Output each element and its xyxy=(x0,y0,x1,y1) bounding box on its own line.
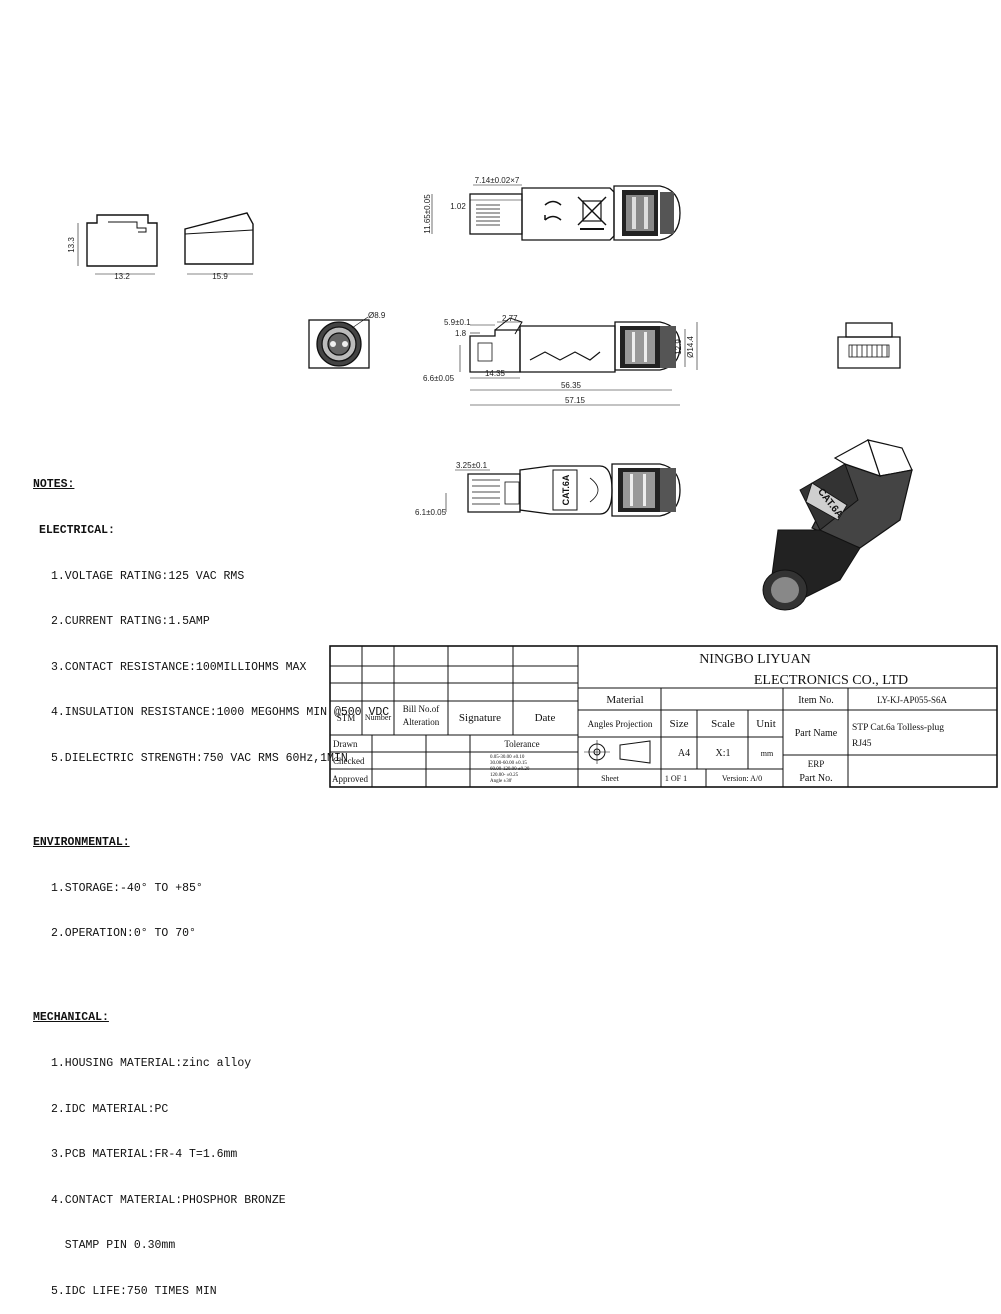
side-dim-d: 6.6±0.05 xyxy=(423,374,455,383)
signature-label: Signature xyxy=(459,712,501,724)
checked-label: Checked xyxy=(333,756,365,766)
mechanical-item: 3.PCB MATERIAL:FR-4 T=1.6mm xyxy=(51,1148,238,1162)
top-inner-dim: 1.02 xyxy=(450,202,466,211)
mechanical-item: 5.IDC LIFE:750 TIMES MIN xyxy=(51,1284,217,1298)
drawn-label: Drawn xyxy=(333,739,358,749)
version-value: Version: A/0 xyxy=(722,774,762,783)
tolerance-label: Tolerance xyxy=(504,739,539,749)
size-label: Size xyxy=(670,718,689,730)
title-block xyxy=(329,645,998,788)
electrical-item: 3.CONTACT RESISTANCE:100MILLIOHMS MAX xyxy=(51,660,307,674)
part-name-label: Part Name xyxy=(795,728,838,739)
part-no-label: Part No. xyxy=(799,773,832,784)
plug-front-view xyxy=(837,322,901,369)
approved-label: Approved xyxy=(332,774,368,784)
bottom-dim-a: 3.25±0.1 xyxy=(456,461,488,470)
electrical-item: 1.VOLTAGE RATING:125 VAC RMS xyxy=(51,569,245,583)
side-dim-a: 5.9±0.1 xyxy=(444,318,471,327)
electrical-item: 2.CURRENT RATING:1.5AMP xyxy=(51,615,210,629)
company-line2: ELECTRONICS CO., LTD xyxy=(754,673,908,688)
notes-block: NOTES: ELECTRICAL: 1.VOLTAGE RATING:125 … xyxy=(33,447,389,1314)
technical-drawing: 13.3 13.2 15.9 7.14±0.02×7 11.65±0.0 xyxy=(67,176,998,788)
boot-front-height: 13.3 xyxy=(67,237,76,253)
material-label: Material xyxy=(606,694,643,706)
electrical-title: ELECTRICAL: xyxy=(39,524,115,538)
cat-label-bottom: CAT.6A xyxy=(561,474,571,505)
scale-label: Scale xyxy=(711,718,735,730)
mechanical-item: 1.HOUSING MATERIAL:zinc alloy xyxy=(51,1056,252,1070)
electrical-item: 5.DIELECTRIC STRENGTH:750 VAC RMS 60Hz,1… xyxy=(51,752,348,766)
side-dim-b: 1.8 xyxy=(455,329,467,338)
electrical-item: 4.INSULATION RESISTANCE:1000 MEGOHMS MIN… xyxy=(51,706,390,720)
size-value: A4 xyxy=(678,748,690,759)
erp-label: ERP xyxy=(808,759,825,769)
unit-value: mm xyxy=(761,749,774,758)
boot-front-view xyxy=(77,214,158,275)
scale-value: X:1 xyxy=(716,748,731,759)
unit-label: Unit xyxy=(756,718,776,730)
environmental-item: 1.STORAGE:-40° TO +85° xyxy=(51,881,203,895)
mechanical-item: 4.CONTACT MATERIAL:PHOSPHOR BRONZE xyxy=(51,1193,286,1207)
boot-front-width: 13.2 xyxy=(114,272,130,281)
plug-side-view xyxy=(459,317,698,406)
side-dim-f: 56.35 xyxy=(561,381,582,390)
plug-top-view xyxy=(431,184,681,241)
notes-title: NOTES: xyxy=(33,478,75,492)
side-dim-i: Ø14.4 xyxy=(686,336,695,358)
part-name-value2: RJ45 xyxy=(852,739,872,749)
sheet-label: Sheet xyxy=(601,774,620,783)
top-width-dim: 7.14±0.02×7 xyxy=(475,176,520,185)
item-no-value: LY-KJ-AP055-S6A xyxy=(877,695,948,705)
boot-side-view xyxy=(184,212,254,275)
angles-projection-label: Angles Projection xyxy=(588,719,653,729)
end-diameter-dim: Ø8.9 xyxy=(368,311,386,320)
side-dim-g: 57.15 xyxy=(565,396,586,405)
mechanical-item: STAMP PIN 0.30mm xyxy=(51,1239,176,1253)
plug-bottom-view xyxy=(445,463,681,517)
bottom-dim-b: 6.1±0.05 xyxy=(415,508,447,517)
sheet-value: 1 OF 1 xyxy=(665,774,687,783)
stm-label: STM xyxy=(337,713,356,723)
company-line1: NINGBO LIYUAN xyxy=(699,652,811,667)
plug-end-view xyxy=(308,316,370,369)
side-dim-h: 12.9 xyxy=(674,339,683,355)
tolerance-line-2: 30.00-60.00 ±0.15 xyxy=(490,761,527,766)
top-height-dim: 11.65±0.05 xyxy=(423,194,432,234)
environmental-title: ENVIRONMENTAL: xyxy=(33,836,130,850)
side-dim-e: 14.35 xyxy=(485,369,506,378)
bill-no-label: Bill No.of xyxy=(403,704,440,714)
boot-side-length: 15.9 xyxy=(212,272,228,281)
environmental-item: 2.OPERATION:0° TO 70° xyxy=(51,927,196,941)
mechanical-title: MECHANICAL: xyxy=(33,1011,109,1025)
date-label: Date xyxy=(535,712,556,724)
item-no-label: Item No. xyxy=(798,695,834,706)
mechanical-item: 2.IDC MATERIAL:PC xyxy=(51,1102,169,1116)
tolerance-line-3: 60.00-120.00 ±0.20 xyxy=(490,767,530,772)
tolerance-line-5: Angle ±30' xyxy=(490,779,512,784)
tolerance-line-1: 0.05-30.00 ±0.10 xyxy=(490,755,525,760)
side-dim-c: 2.77 xyxy=(502,314,518,323)
alteration-label: Alteration xyxy=(403,717,440,727)
plug-isometric-view xyxy=(762,439,913,611)
part-name-value1: STP Cat.6a Tolless-plug xyxy=(852,723,944,733)
tolerance-line-4: 120.00- ±0.25 xyxy=(490,773,519,778)
number-label: Number xyxy=(365,713,392,722)
